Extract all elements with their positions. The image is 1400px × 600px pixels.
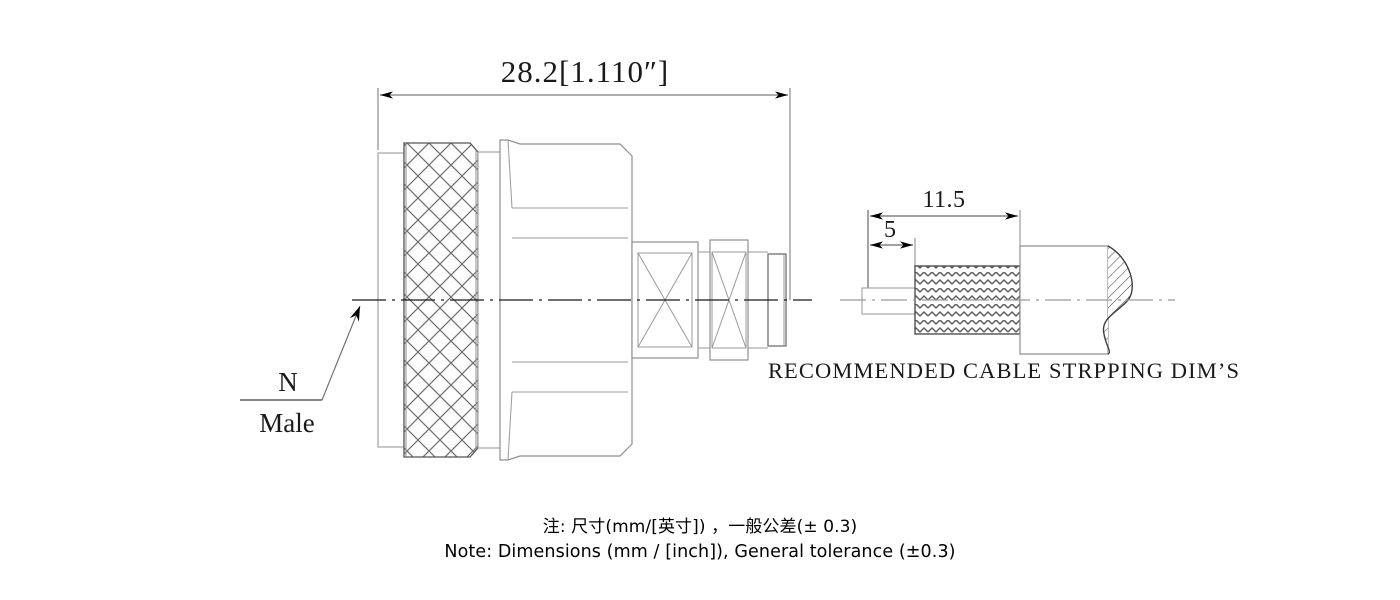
dimension-text-total: 11.5: [922, 187, 965, 213]
note-line-english: Note: Dimensions (mm / [inch]), General …: [444, 541, 956, 562]
notes-block: 注: 尺寸(mm/[英寸]) ，一般公差(± 0.3) Note: Dimens…: [0, 515, 1400, 565]
cable-break-line: [1102, 245, 1133, 355]
detail-caption: RECOMMENDED CABLE STRPPING DIM’S: [768, 358, 1240, 383]
overall-dimension-text: 28.2[1.110″]: [501, 54, 669, 89]
center-conductor: [861, 287, 917, 315]
cable-stripping-detail: 11.5 5 RECOMMENDED CABLE STRPPING DIM’S: [768, 187, 1240, 383]
note-line-chinese: 注: 尺寸(mm/[英寸]) ，一般公差(± 0.3): [542, 517, 858, 537]
hex-chamfer-lower-left: [507, 391, 513, 461]
overall-dimension-group: [377, 88, 791, 300]
callout-label-top: N: [278, 367, 298, 397]
hex-chamfer-upper-left: [507, 139, 513, 209]
callout-label-bottom: Male: [259, 408, 314, 438]
callout-leader-line: [321, 305, 361, 401]
connector-assembly: [352, 139, 812, 461]
part-callout: N Male: [240, 305, 361, 438]
dimension-text-center: 5: [884, 217, 896, 243]
